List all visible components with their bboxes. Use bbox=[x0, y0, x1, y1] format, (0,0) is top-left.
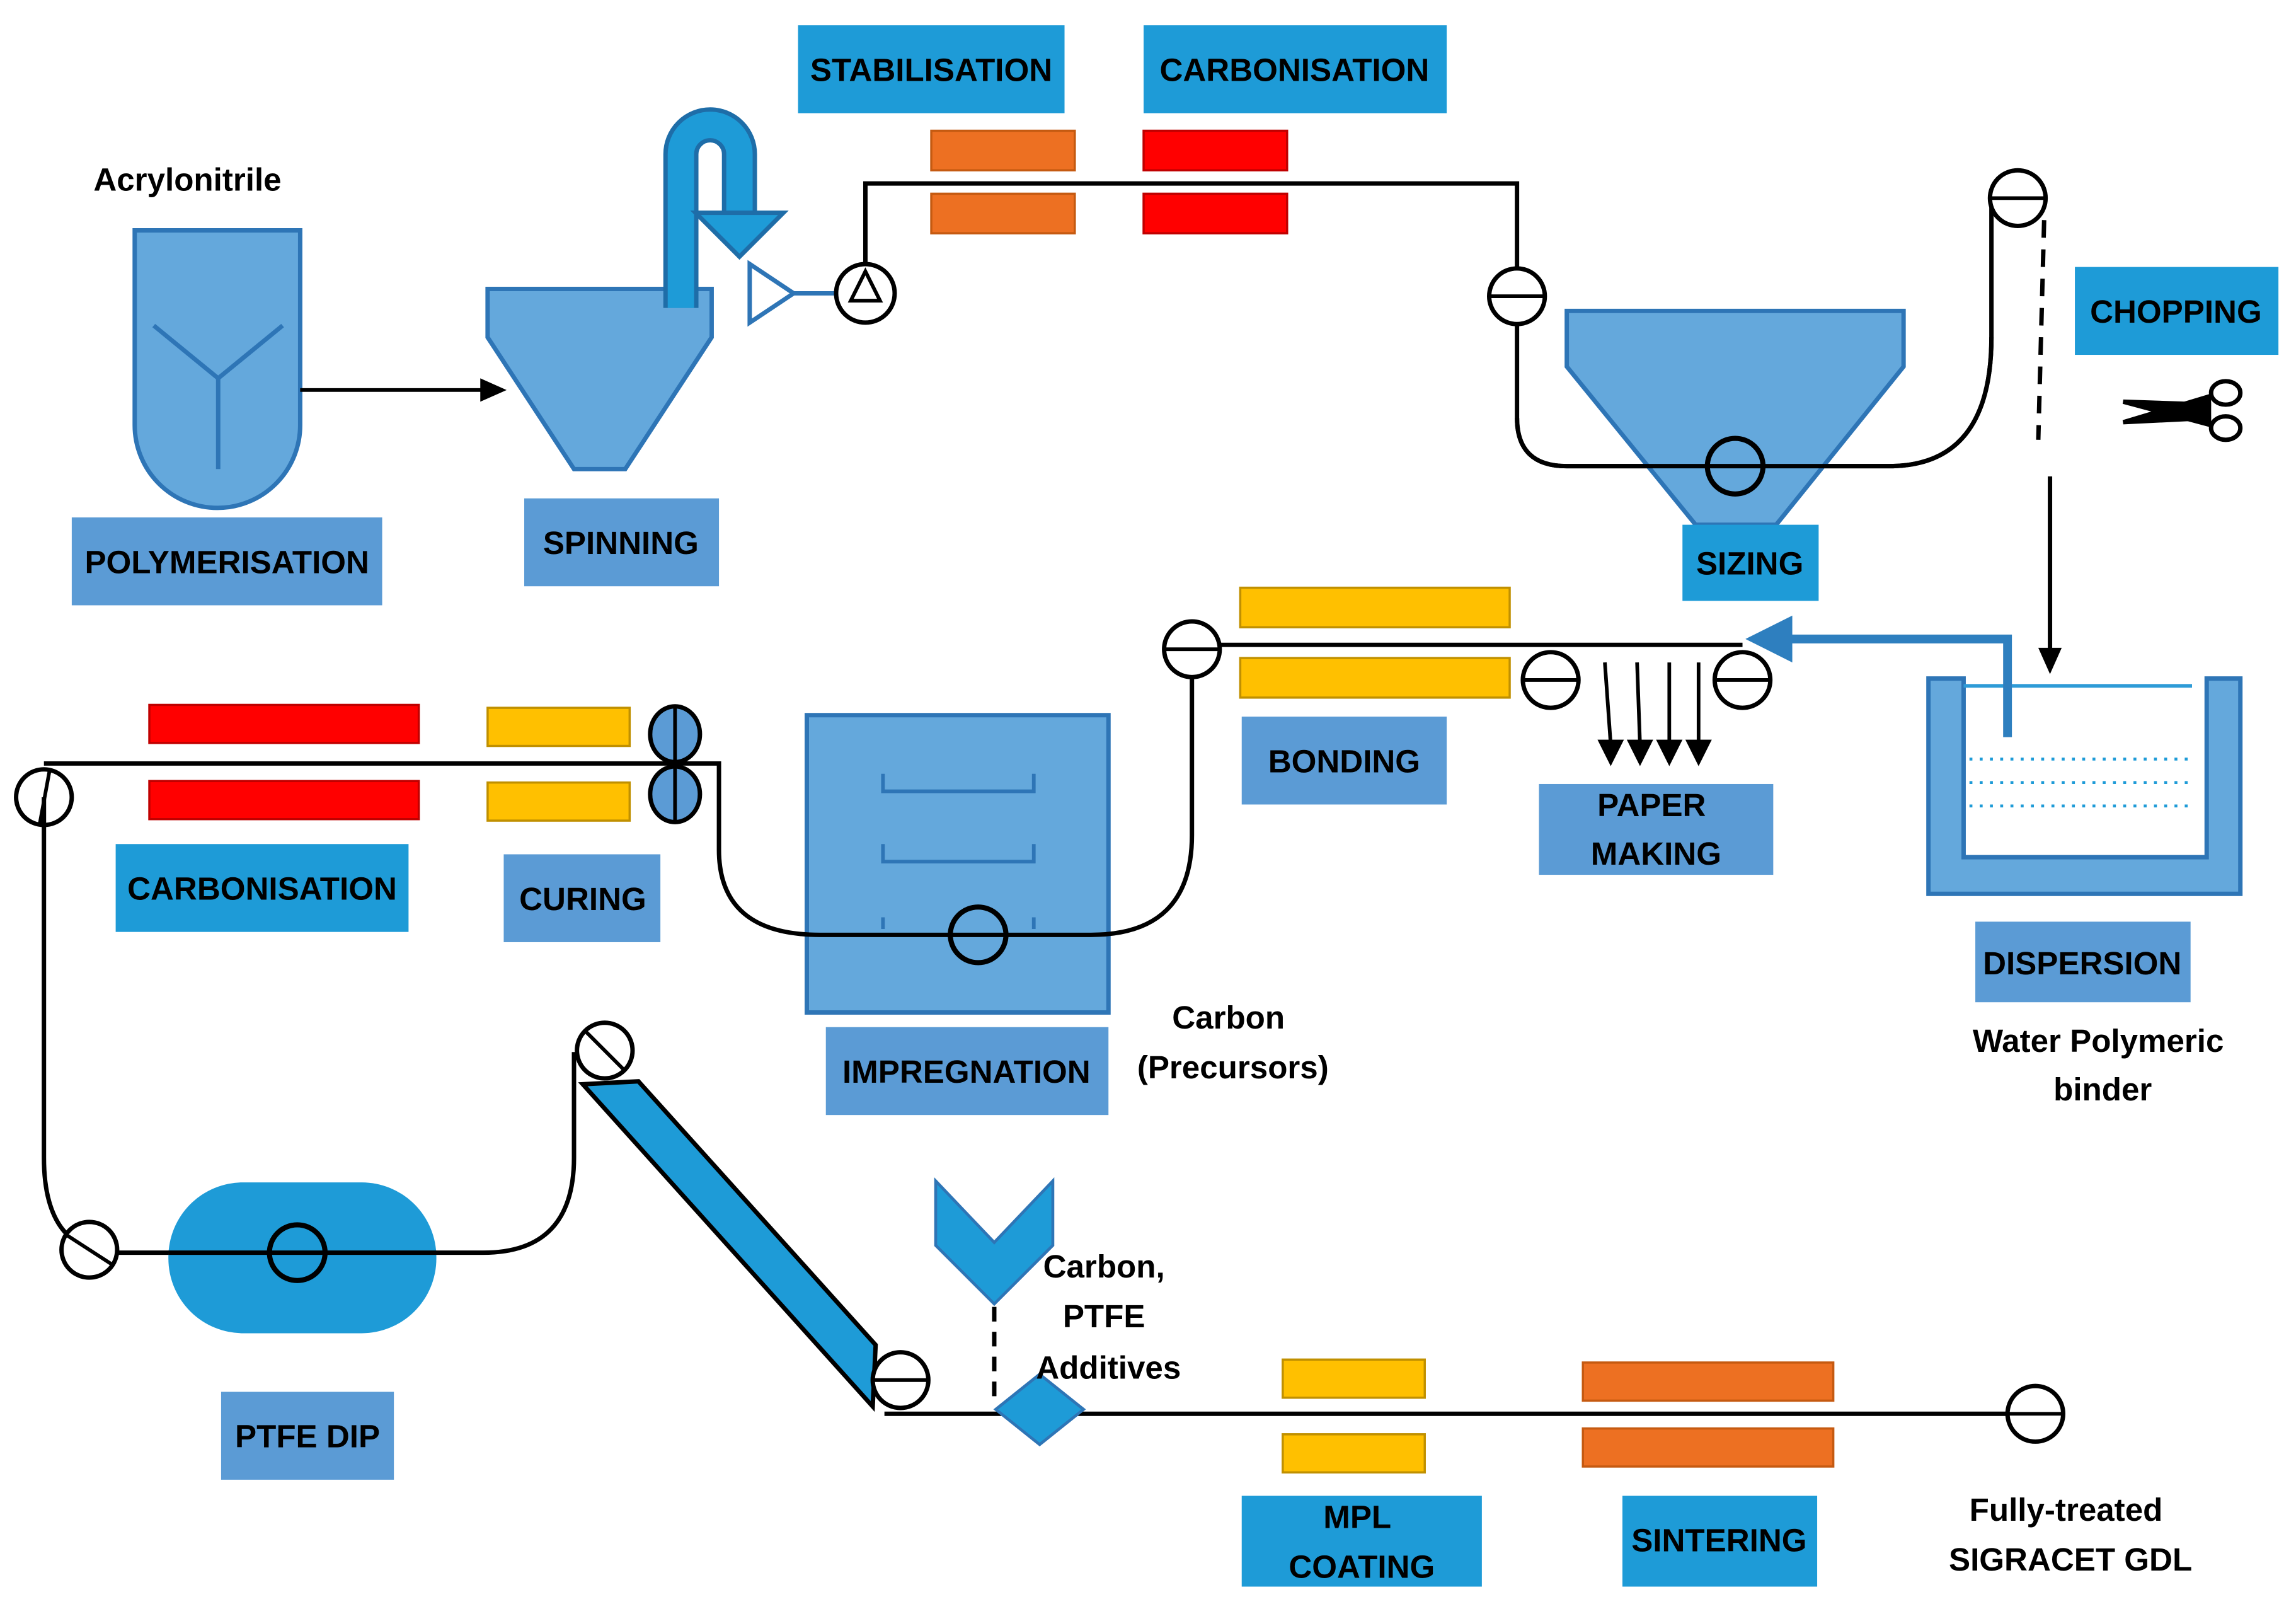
carbon-precursors-label: Carbon (Precursors) bbox=[1137, 1000, 1329, 1085]
sintering-heater-top bbox=[1581, 1361, 1835, 1402]
polymerisation-label: POLYMERISATION bbox=[84, 544, 369, 580]
bonding-heater-top bbox=[1239, 586, 1511, 629]
drying-ramp bbox=[578, 1079, 878, 1412]
dispenser-icon bbox=[934, 1177, 1055, 1306]
curing-label-box bbox=[503, 854, 661, 942]
roller-icon bbox=[834, 262, 897, 325]
bonding-label: BONDING bbox=[1268, 743, 1420, 779]
paper-making-label: PAPER MAKING bbox=[1591, 787, 1721, 872]
carbonisation-mid-heater-bottom bbox=[148, 780, 420, 821]
mpl-coating-label-box bbox=[1241, 1496, 1482, 1587]
mpl-coating-label: MPL COATING bbox=[1289, 1499, 1435, 1585]
bonding-heater-bottom bbox=[1239, 657, 1511, 699]
impregnation-label: IMPREGNATION bbox=[842, 1054, 1091, 1090]
polymerisation-vessel bbox=[132, 228, 302, 510]
impregnation-tank bbox=[805, 713, 1111, 1015]
arrow-icon bbox=[1745, 615, 1793, 663]
roller-icon bbox=[59, 1220, 120, 1280]
sintering-label-box bbox=[1622, 1496, 1818, 1587]
scissors-icon bbox=[2122, 379, 2243, 442]
sintering-heater-bottom bbox=[1581, 1427, 1835, 1468]
roller-icon bbox=[1704, 435, 1766, 497]
roller-icon bbox=[1162, 619, 1222, 679]
carbonisation-top-label: CARBONISATION bbox=[1159, 52, 1429, 88]
final-product-label: Fully-treated SIGRACET GDL bbox=[1949, 1492, 2192, 1577]
roller-icon bbox=[1487, 266, 1547, 326]
dispersion-feed-pipe bbox=[1786, 634, 2012, 737]
acrylonitrile-label: Acrylonitrile bbox=[93, 162, 281, 198]
carbonisation-mid-label: CARBONISATION bbox=[127, 871, 397, 907]
ptfe-dip-bath bbox=[168, 1182, 437, 1334]
roller-icon bbox=[267, 1222, 328, 1283]
dispersion-label-box bbox=[1975, 921, 2191, 1003]
paper-making-arrows bbox=[1597, 662, 1712, 766]
ptfe-dip-label-box bbox=[221, 1392, 394, 1480]
spinning-label-box bbox=[524, 498, 720, 587]
carbonisation-top-label-box bbox=[1144, 25, 1447, 113]
curing-heater-bottom bbox=[486, 781, 631, 822]
chopping-dashed-line bbox=[2036, 220, 2046, 440]
spinning-hopper bbox=[485, 286, 714, 471]
roller-icon bbox=[870, 1350, 931, 1410]
roller-icon bbox=[1520, 650, 1581, 710]
carbonisation-mid-label-box bbox=[115, 844, 409, 932]
roller-icon bbox=[948, 904, 1009, 966]
carbonisation-top-heater-top bbox=[1142, 129, 1289, 171]
dispersion-label: DISPERSION bbox=[1983, 945, 2181, 981]
roller-icon bbox=[1987, 168, 2048, 229]
sintering-label: SINTERING bbox=[1631, 1523, 1806, 1559]
sizing-label-box bbox=[1682, 524, 1819, 601]
mpl-applicator bbox=[993, 1372, 1086, 1447]
chopping-label: CHOPPING bbox=[2090, 294, 2262, 330]
water-binder-label: Water Polymeric binder bbox=[1973, 1023, 2233, 1107]
curing-heater-top bbox=[486, 706, 631, 747]
mpl-heater-top bbox=[1282, 1358, 1426, 1399]
roller-icon bbox=[575, 1020, 635, 1081]
dispersion-tank bbox=[1926, 676, 2243, 896]
impregnation-label-box bbox=[825, 1027, 1109, 1116]
fibre-line-row2 bbox=[43, 642, 1743, 937]
chopping-label-box bbox=[2075, 267, 2279, 355]
arrow-icon bbox=[2038, 647, 2062, 674]
spinning-label: SPINNING bbox=[543, 525, 699, 561]
bonding-label-box bbox=[1241, 717, 1447, 805]
stabilisation-heater-bottom bbox=[930, 192, 1076, 234]
arrow-icon bbox=[300, 378, 507, 402]
fibre-line-row3 bbox=[42, 797, 577, 1255]
polymerisation-label-box bbox=[71, 517, 382, 606]
paper-making-label-box bbox=[1539, 783, 1774, 875]
carbonisation-top-heater-bottom bbox=[1142, 192, 1289, 234]
roller-icon bbox=[1712, 650, 1773, 710]
roller-icon bbox=[648, 704, 703, 824]
stabilisation-label-box bbox=[798, 25, 1065, 113]
carbon-ptfe-additives-label: Carbon, PTFE Additives bbox=[1036, 1249, 1181, 1385]
stabilisation-heater-top bbox=[930, 129, 1076, 171]
spinning-pipe bbox=[663, 107, 789, 308]
curing-label: CURING bbox=[519, 881, 646, 917]
roller-icon bbox=[2005, 1383, 2065, 1444]
spinneret-icon bbox=[747, 260, 838, 327]
stabilisation-label: STABILISATION bbox=[810, 52, 1052, 88]
sizing-label: SIZING bbox=[1696, 546, 1803, 582]
mpl-heater-bottom bbox=[1282, 1433, 1426, 1473]
ptfe-dip-label: PTFE DIP bbox=[235, 1419, 380, 1455]
carbonisation-mid-heater-top bbox=[148, 703, 420, 744]
